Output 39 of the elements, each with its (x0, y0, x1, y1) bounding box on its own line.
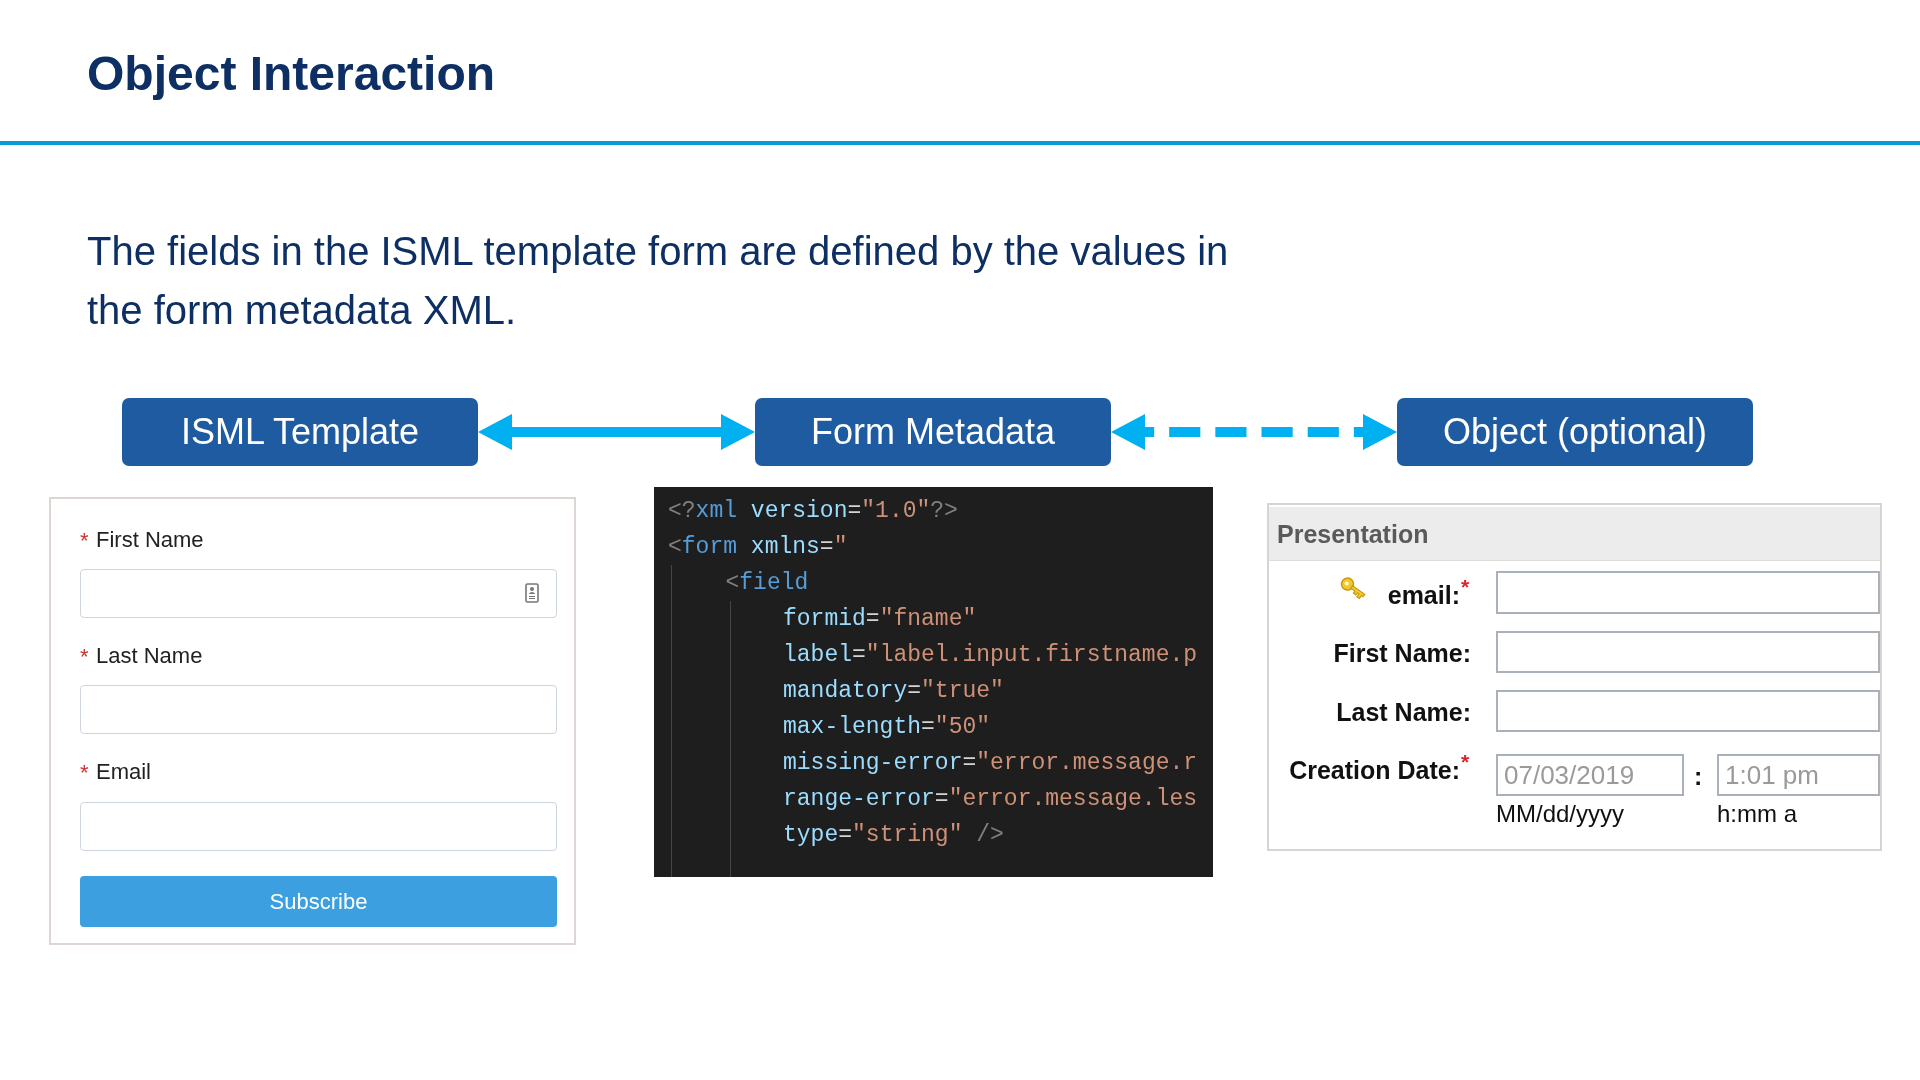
double-arrow (478, 414, 755, 450)
field-label: Creation Date: (1289, 756, 1460, 785)
field-label: email: (1387, 581, 1460, 610)
code-line: <field (725, 569, 809, 598)
code-panel (654, 487, 1213, 877)
form-panel (1267, 503, 1882, 851)
field-label: First Name: (1333, 639, 1471, 668)
code-line: range-error="error.message.les (783, 785, 1198, 814)
panel-header: Presentation (1269, 507, 1880, 561)
time-field: 1:01 pm (1717, 754, 1880, 796)
dashed-double-arrow (1111, 414, 1397, 450)
separator-colon: : (1694, 762, 1703, 791)
code-line: <?xml version="1.0"?> (668, 497, 958, 526)
code-line: type="string" /> (783, 821, 1004, 850)
code-line: mandatory="true" (783, 677, 1004, 706)
code-line: label="label.input.firstname.p (783, 641, 1198, 670)
field-label: Last Name: (1336, 698, 1471, 727)
code-line: missing-error="error.message.r (783, 749, 1198, 778)
heading-banner: Object (optional) (1397, 398, 1753, 466)
field-label: Last Name (96, 643, 203, 669)
required-asterisk: * (80, 528, 89, 554)
heading-banner: ISML Template (122, 398, 478, 466)
required-asterisk: * (1461, 575, 1470, 599)
code-line: max-length="50" (783, 713, 991, 742)
field-label: First Name (96, 527, 204, 553)
intro-text: The fields in the ISML template form are defined by the values in the form metadata XML. (87, 229, 1229, 332)
field-label: Email (96, 759, 151, 785)
form-panel (49, 497, 576, 945)
code-line: formid="fname" (783, 605, 977, 634)
required-asterisk: * (1461, 750, 1470, 774)
submit-button: Subscribe (80, 876, 557, 927)
format-hint: h:mm a (1717, 800, 1797, 828)
code-line: <form xmlns=" (668, 533, 848, 562)
required-asterisk: * (80, 760, 89, 786)
date-field: 07/03/2019 (1496, 754, 1684, 796)
format-hint: MM/dd/yyyy (1496, 800, 1624, 828)
required-asterisk: * (80, 644, 89, 670)
heading-banner: Form Metadata (755, 398, 1111, 466)
slide-title: Object Interaction (87, 46, 496, 102)
